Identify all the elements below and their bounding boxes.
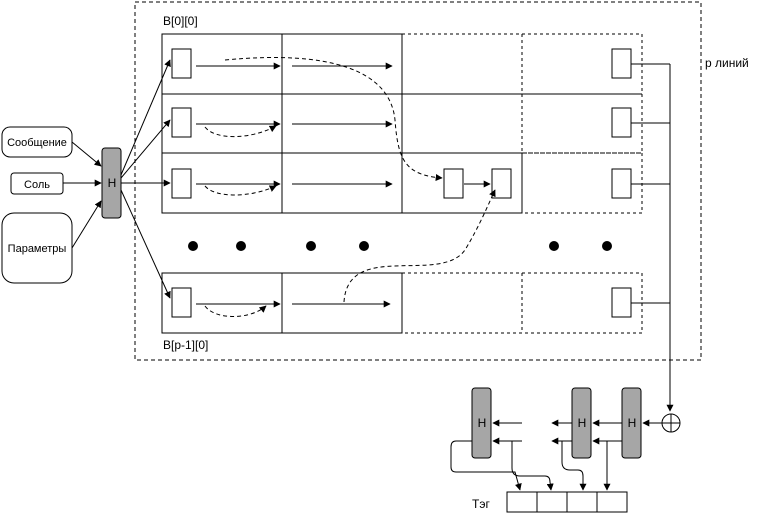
input-message-label: Сообщение: [7, 137, 67, 149]
label-bp10: B[p-1][0]: [163, 338, 208, 352]
lane-0: [161, 33, 643, 95]
hash-block-initial: H: [101, 147, 122, 219]
hash-label: H: [478, 416, 487, 430]
hash-block-2: H: [571, 387, 592, 459]
input-params: Параметры: [1, 212, 73, 284]
input-message: Сообщение: [1, 126, 73, 158]
hash-label: H: [628, 416, 637, 430]
lane-outputs: [631, 63, 674, 412]
lane-last: [161, 272, 643, 334]
hash-label: H: [108, 176, 117, 190]
xor-symbol: [661, 413, 681, 433]
memory-container: [134, 1, 702, 361]
input-params-label: Параметры: [8, 243, 67, 255]
hash-label: H: [578, 416, 587, 430]
lane-1: [161, 93, 643, 154]
tag-output: Тэг: [472, 491, 628, 513]
hash-block-3: H: [471, 387, 492, 459]
ellipsis-dots: [188, 241, 612, 251]
input-salt: Соль: [10, 172, 64, 195]
input-salt-label: Соль: [24, 179, 50, 191]
lane-2: [161, 152, 643, 214]
label-b00: B[0][0]: [163, 14, 198, 28]
hash-block-1: H: [621, 387, 642, 459]
tag-label: Тэг: [472, 497, 490, 511]
label-p-lines: p линий: [705, 56, 749, 70]
